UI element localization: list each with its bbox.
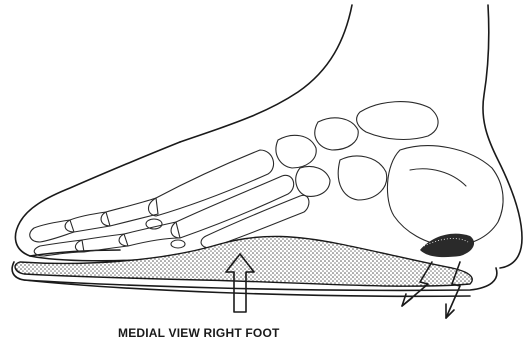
foot-outline xyxy=(15,142,180,261)
figure-caption: MEDIAL VIEW RIGHT FOOT xyxy=(118,326,280,340)
heel-spur xyxy=(420,234,474,257)
foot-bones xyxy=(30,102,503,256)
leg-outline xyxy=(180,5,522,268)
